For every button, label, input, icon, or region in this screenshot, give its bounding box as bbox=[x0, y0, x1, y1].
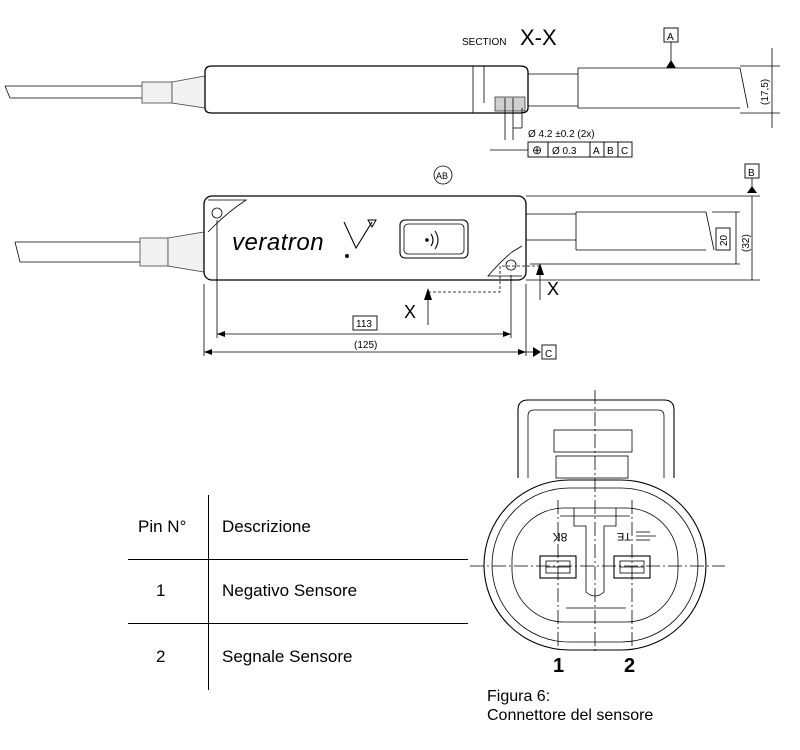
section-title: X-X bbox=[520, 25, 557, 50]
tol-datum-c: C bbox=[621, 146, 628, 157]
length-overall-dim: (125) bbox=[354, 340, 377, 351]
table-separator bbox=[128, 559, 468, 560]
row-1-description: Negativo Sensore bbox=[222, 581, 358, 600]
tol-datum-b: B bbox=[607, 146, 614, 157]
caption-line-1: Figura 6: bbox=[487, 688, 551, 705]
section-marker-right: X bbox=[547, 279, 559, 299]
section-prefix: SECTION bbox=[462, 37, 506, 48]
width-outer-dim: (32) bbox=[741, 234, 752, 252]
datum-c: C bbox=[545, 349, 552, 360]
row-1-pin: 1 bbox=[156, 581, 166, 600]
connector-view: 8K TE 1 2 bbox=[470, 390, 725, 677]
marking-te: TE bbox=[617, 530, 631, 542]
pin-label-2: 2 bbox=[624, 655, 635, 677]
length-basic-dim: 113 bbox=[356, 319, 372, 330]
wireless-signal-icon bbox=[425, 230, 439, 250]
marking-8k: 8K bbox=[553, 530, 568, 544]
figure-caption: Figura 6: Connettore del sensore bbox=[487, 687, 653, 725]
section-view: SECTION X-X A (17,5) Ø bbox=[4, 25, 780, 158]
table-divider bbox=[208, 495, 209, 690]
section-marker-left: X bbox=[404, 302, 416, 322]
datum-a: A bbox=[667, 32, 674, 43]
caption-line-2: Connettore del sensore bbox=[487, 707, 654, 724]
detail-label: AB bbox=[436, 171, 448, 181]
pin-table: Pin N° Descrizione 1 Negativo Sensore 2 … bbox=[128, 495, 468, 690]
position-tolerance-icon: ⊕ bbox=[532, 143, 542, 157]
height-dimension: (17,5) bbox=[760, 79, 771, 105]
row-2-pin: 2 bbox=[156, 647, 166, 666]
pin-label-1: 1 bbox=[553, 655, 564, 677]
top-view: AB B veratron bbox=[14, 163, 760, 360]
header-description: Descrizione bbox=[222, 517, 311, 536]
hole-note: Ø 4.2 ±0.2 (2x) bbox=[528, 129, 595, 140]
row-2-description: Segnale Sensore bbox=[222, 647, 353, 666]
tol-datum-a: A bbox=[593, 146, 600, 157]
position-tolerance-value: Ø 0.3 bbox=[552, 146, 577, 157]
datum-b: B bbox=[748, 168, 755, 179]
width-inner-dim: 20 bbox=[719, 234, 730, 246]
header-pin: Pin N° bbox=[138, 517, 187, 536]
brand-logo: veratron bbox=[232, 229, 324, 256]
table-separator bbox=[128, 623, 468, 624]
